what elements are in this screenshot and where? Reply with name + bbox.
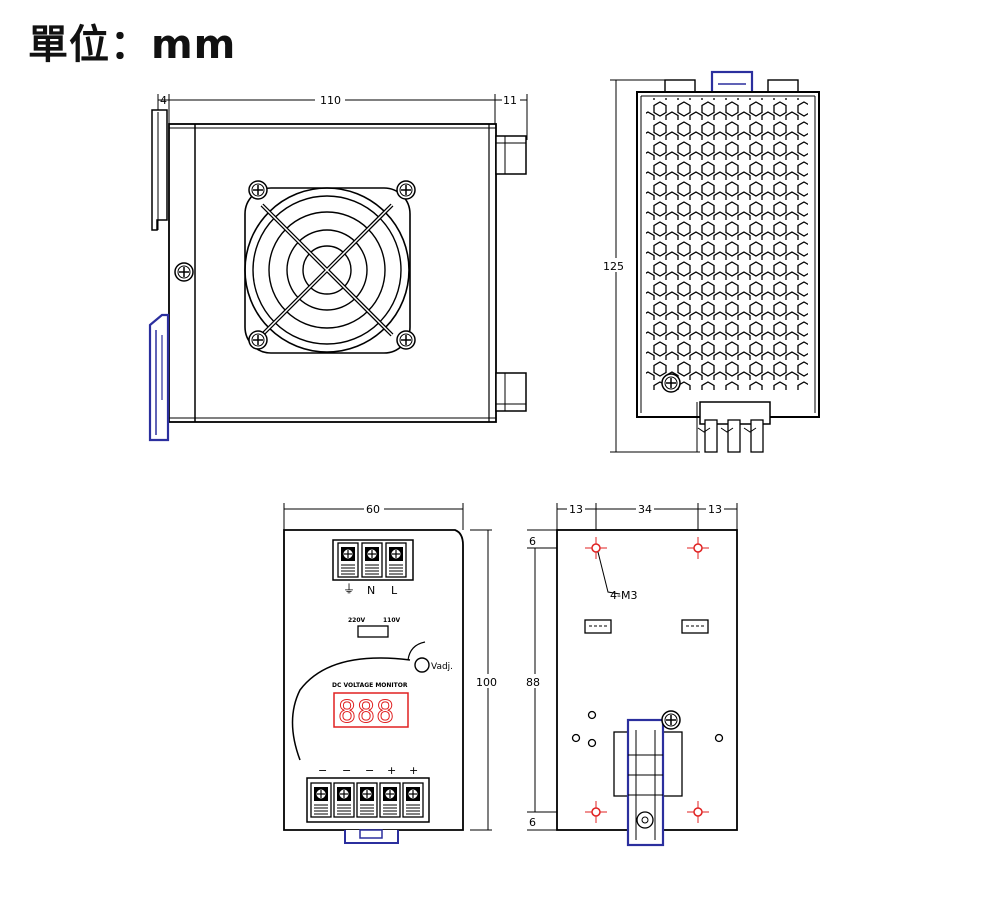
terminal-label-n: N: [367, 584, 375, 597]
output-label-2: −: [342, 764, 351, 777]
screw-callout-4-m3: 4-M3: [610, 589, 637, 602]
dim-front-60: 60: [366, 503, 380, 516]
side-view: 4 110 11: [148, 94, 528, 442]
dim-rear-13-right: 13: [708, 503, 722, 516]
vadj-label: Vadj.: [431, 662, 453, 672]
vent-slot: [584, 619, 612, 634]
dim-front-100: 100: [476, 676, 497, 689]
output-label-1: −: [318, 764, 327, 777]
top-terminal-pins: [696, 401, 771, 453]
front-body: [283, 529, 464, 831]
dim-side-4: 4: [160, 94, 167, 107]
switch-label-110v: 110V: [383, 617, 401, 624]
led-display: [333, 692, 409, 728]
ventilation-grille: [646, 98, 808, 390]
input-terminal-block: [332, 539, 414, 581]
side-terminal-block-bottom: [495, 372, 527, 412]
unit-title: 單位：mm: [28, 22, 237, 68]
front-view: 60 100 ⏚ N L 220V 110V Vadj. DC VOLTAGE …: [283, 502, 500, 844]
switch-label-220v: 220V: [348, 617, 366, 624]
dim-rear-34: 34: [638, 503, 652, 516]
led-display-digits: 888: [338, 695, 395, 730]
din-clip: [148, 313, 170, 442]
voltage-selector-switch: [357, 625, 389, 638]
output-label-5: +: [409, 764, 418, 777]
earth-icon: ⏚: [343, 582, 355, 596]
output-terminal-block: [306, 777, 430, 823]
top-din-clip: [710, 70, 754, 96]
dim-side-11: 11: [503, 94, 517, 107]
top-view: 125: [601, 70, 820, 453]
dim-side-110: 110: [320, 94, 341, 107]
rear-view: 13 34 13 6 88 6 30 4-M3: [524, 502, 738, 847]
vadj-knob-icon: [414, 657, 430, 673]
output-label-3: −: [365, 764, 374, 777]
side-terminal-block-top: [495, 135, 527, 175]
top-screw-icon: [661, 373, 681, 393]
vent-slot: [681, 619, 709, 634]
dim-rear-6-bottom: 6: [529, 816, 536, 829]
dim-rear-88: 88: [526, 676, 540, 689]
terminal-label-l: L: [391, 584, 398, 597]
fan-icon: [244, 180, 416, 354]
dim-rear-6-top: 6: [529, 535, 536, 548]
side-screw-icon: [174, 262, 194, 282]
dim-top-125: 125: [603, 260, 624, 273]
rear-din-clip: [613, 710, 683, 847]
dim-rear-13-left: 13: [569, 503, 583, 516]
output-label-4: +: [387, 764, 396, 777]
monitor-label: DC VOLTAGE MONITOR: [332, 682, 408, 689]
